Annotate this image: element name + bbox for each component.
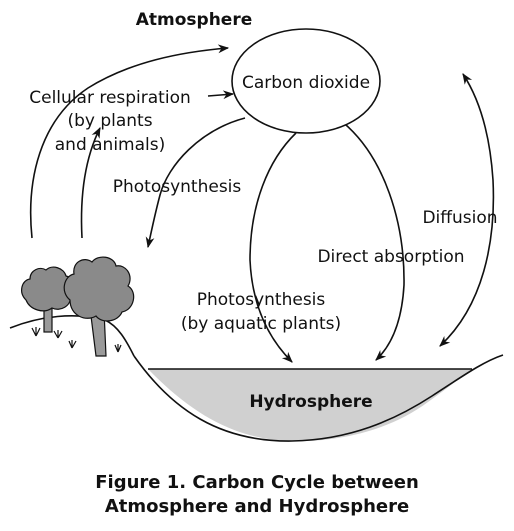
carbon-dioxide-label: Carbon dioxide (242, 73, 370, 93)
atmosphere-label: Atmosphere (136, 10, 253, 30)
hydrosphere-label: Hydrosphere (249, 392, 372, 412)
respiration-arrow-outer (29, 44, 230, 239)
cellular-respiration-label-line3: and animals) (55, 135, 166, 155)
respiration-arrow-inner (80, 127, 101, 239)
large-tree-canopy (63, 256, 135, 322)
small-tree-canopy (21, 266, 75, 312)
direct-absorption-label: Direct absorption (317, 247, 464, 267)
aquatic-photosynthesis-label-line2: (by aquatic plants) (181, 314, 341, 334)
figure-caption-line2: Atmosphere and Hydrosphere (105, 496, 409, 517)
carbon-dioxide-ellipse (231, 28, 381, 134)
photosynthesis-arrow (145, 117, 246, 249)
basin-outline (133, 354, 504, 442)
cellular-respiration-label-line2: (by plants (67, 111, 152, 131)
diffusion-arrow (439, 73, 495, 347)
photosynthesis-label: Photosynthesis (113, 177, 242, 197)
grass-tufts (31, 327, 122, 353)
water-body (148, 369, 472, 442)
cellular-respiration-label-line1: Cellular respiration (29, 88, 191, 108)
figure-caption-line1: Figure 1. Carbon Cycle between (95, 472, 419, 493)
aquatic-photosynthesis-arrow (249, 132, 297, 363)
diffusion-label: Diffusion (422, 208, 497, 228)
ground-line (9, 315, 135, 357)
direct-absorption-arrow (345, 124, 405, 361)
aquatic-photosynthesis-label-line1: Photosynthesis (197, 290, 326, 310)
trees-icon (21, 256, 135, 357)
respiration-arrow-short (207, 90, 235, 100)
